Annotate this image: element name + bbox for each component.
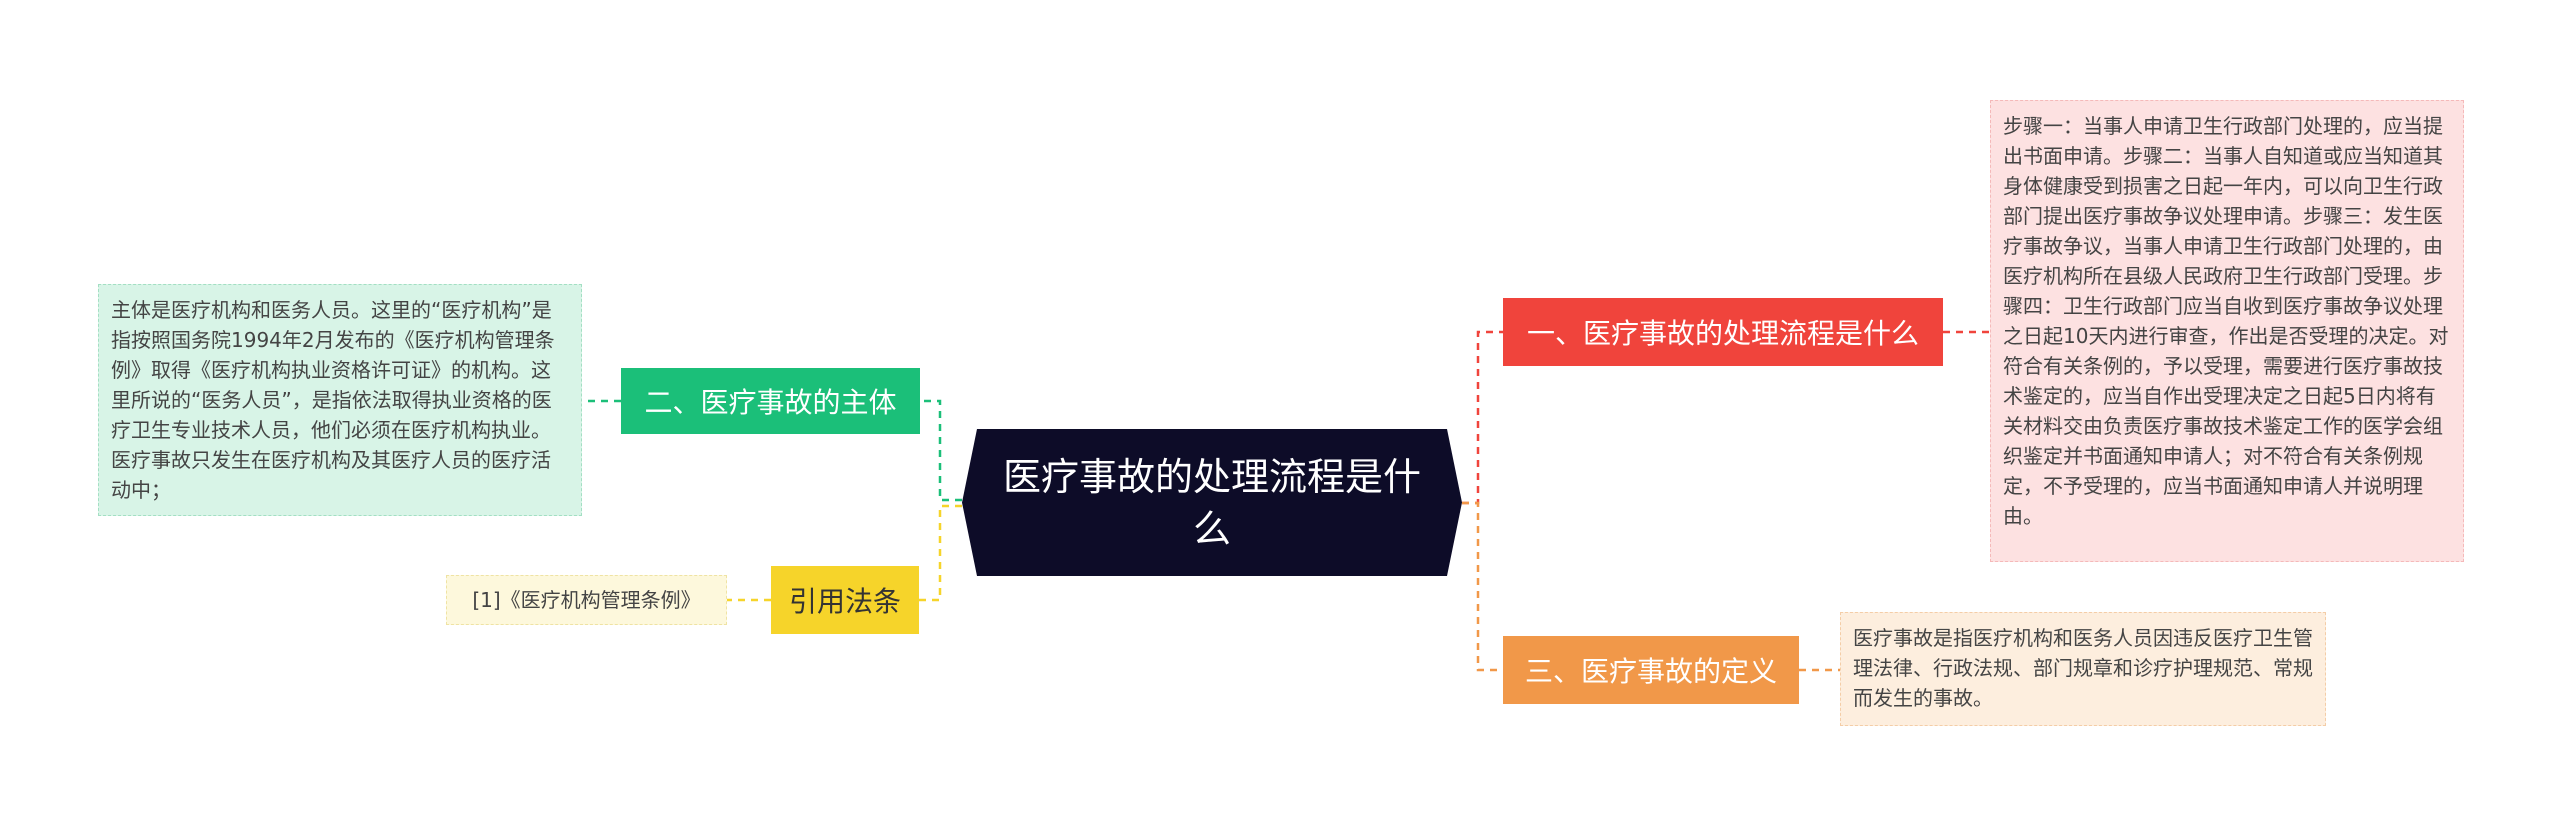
branch-law[interactable]: 引用法条 xyxy=(771,566,919,634)
leaf-process-steps[interactable]: 步骤一：当事人申请卫生行政部门处理的，应当提出书面申请。步骤二：当事人自知道或应… xyxy=(1990,100,2464,562)
leaf-subject[interactable]: 主体是医疗机构和医务人员。这里的“医疗机构”是指按照国务院1994年2月发布的《… xyxy=(98,284,582,516)
connector-root-process xyxy=(1462,330,1503,505)
branch-definition-label: 三、医疗事故的定义 xyxy=(1524,655,1777,688)
leaf-definition-text: 医疗事故是指医疗机构和医务人员因违反医疗卫生管理法律、行政法规、部门规章和诊疗护… xyxy=(1853,626,2313,710)
branch-subject[interactable]: 二、医疗事故的主体 xyxy=(621,368,920,434)
root-topic-label: 医疗事故的处理流程是什么 xyxy=(1002,454,1421,551)
leaf-subject-text: 主体是医疗机构和医务人员。这里的“医疗机构”是指按照国务院1994年2月发布的《… xyxy=(111,298,555,502)
leaf-law-reference[interactable]: [1]《医疗机构管理条例》 xyxy=(446,575,727,625)
leaf-process-steps-text: 步骤一：当事人申请卫生行政部门处理的，应当提出书面申请。步骤二：当事人自知道或应… xyxy=(2003,114,2449,528)
leaf-definition[interactable]: 医疗事故是指医疗机构和医务人员因违反医疗卫生管理法律、行政法规、部门规章和诊疗护… xyxy=(1840,612,2326,726)
root-topic[interactable]: 医疗事故的处理流程是什么 xyxy=(962,429,1462,576)
branch-process[interactable]: 一、医疗事故的处理流程是什么 xyxy=(1503,298,1943,366)
branch-subject-label: 二、医疗事故的主体 xyxy=(644,386,897,419)
connector-root-law xyxy=(919,504,962,602)
branch-definition[interactable]: 三、医疗事故的定义 xyxy=(1503,636,1799,704)
branch-law-label: 引用法条 xyxy=(788,585,901,618)
leaf-law-reference-text: [1]《医疗机构管理条例》 xyxy=(472,588,701,612)
connector-root-definition xyxy=(1462,501,1503,672)
branch-process-label: 一、医疗事故的处理流程是什么 xyxy=(1526,317,1919,350)
connector-root-subject xyxy=(920,399,962,502)
